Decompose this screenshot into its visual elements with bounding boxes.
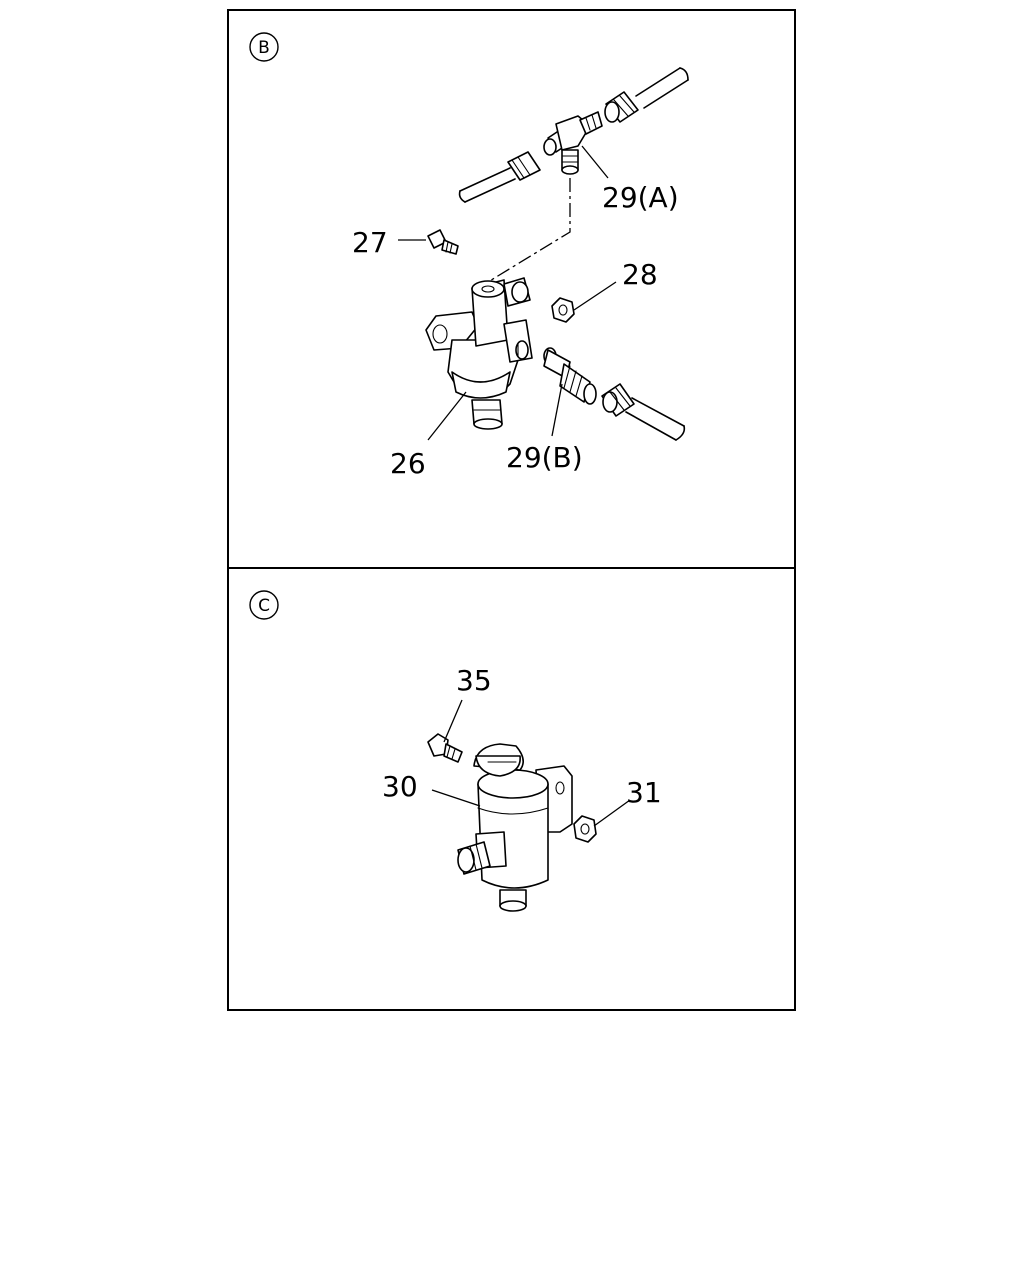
callout-27: 27: [352, 226, 388, 259]
alignment-line: [487, 178, 571, 283]
leader-30: [431, 789, 481, 807]
callout-35: 35: [456, 664, 492, 697]
upper-fuel-hose-right: [604, 67, 689, 123]
section-badge-c-letter: C: [258, 596, 270, 616]
section-badge-b: B: [249, 32, 279, 62]
regulator-26: [425, 277, 533, 430]
panel-c: C: [227, 567, 796, 1011]
callout-28: 28: [622, 258, 658, 291]
nut-28: [551, 297, 575, 323]
section-badge-c: C: [249, 590, 279, 620]
leader-31: [593, 799, 631, 827]
leader-29b: [551, 383, 563, 437]
bolt-27: [427, 229, 459, 255]
callout-30: 30: [382, 770, 418, 803]
leader-28: [573, 281, 617, 311]
nut-31: [573, 815, 597, 843]
leader-29a: [581, 145, 609, 179]
connector-29b: [543, 347, 597, 405]
callout-29a: 29(A): [602, 181, 679, 214]
section-badge-b-letter: B: [258, 38, 270, 58]
leader-35: [443, 699, 463, 743]
callout-26: 26: [390, 447, 426, 480]
panel-b: B: [227, 9, 796, 569]
leader-26: [427, 391, 467, 441]
bolt-35: [427, 733, 463, 763]
upper-fuel-hose-left: [458, 151, 541, 203]
tee-fitting-29a: [543, 111, 603, 175]
callout-29b: 29(B): [506, 441, 583, 474]
callout-31: 31: [626, 776, 662, 809]
lower-fuel-hose: [601, 383, 686, 441]
fuel-filter-30: [457, 743, 573, 912]
panel-c-frame: [227, 567, 796, 1011]
